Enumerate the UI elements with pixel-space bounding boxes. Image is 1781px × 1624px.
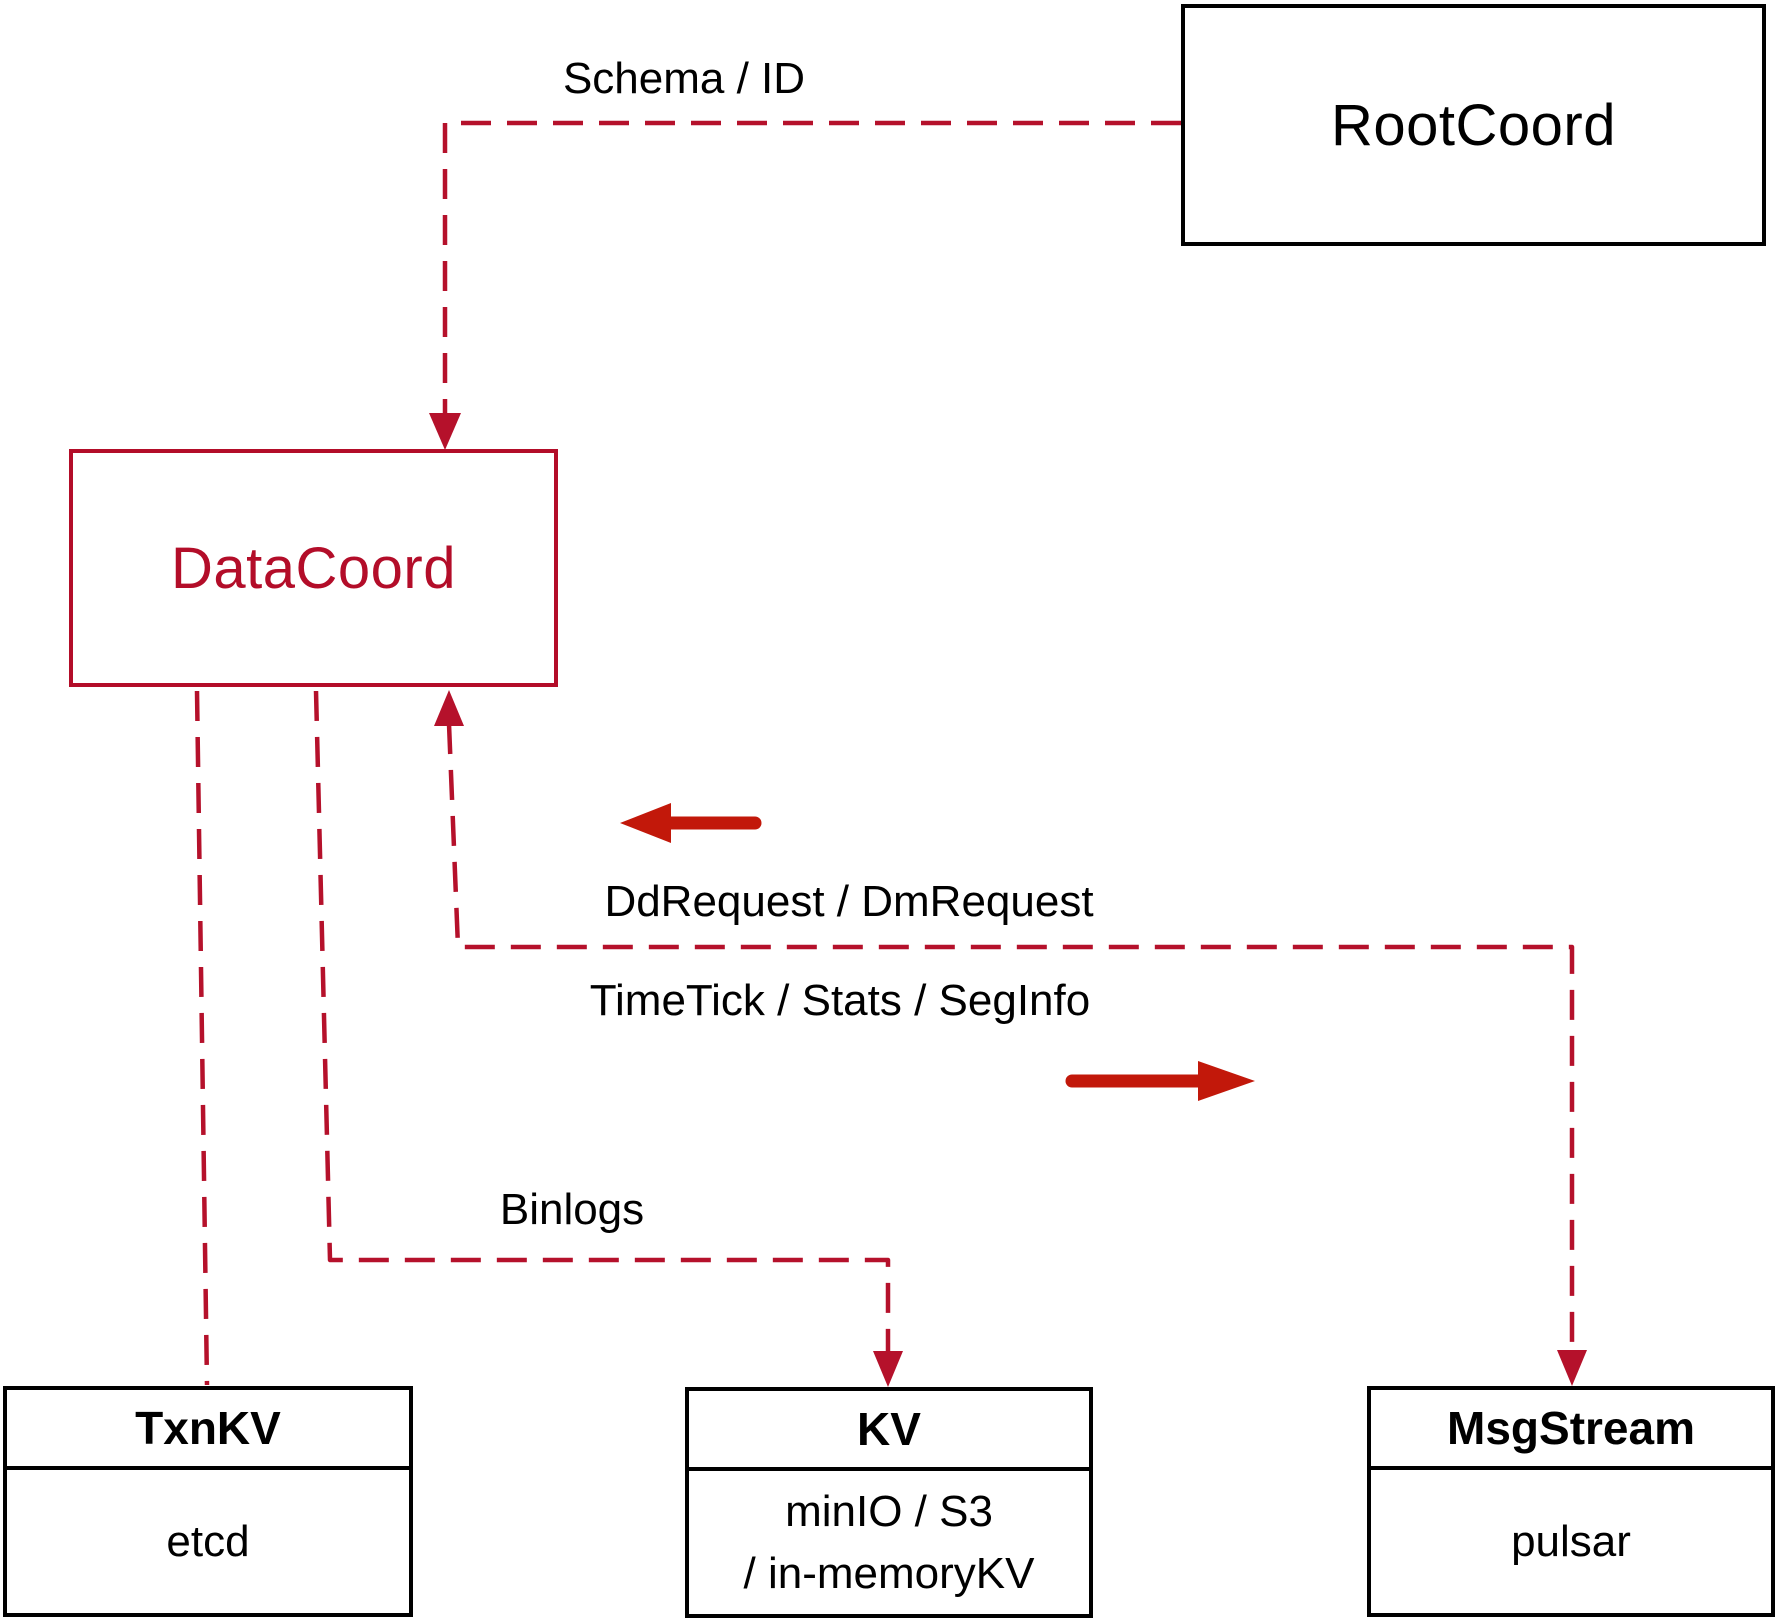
msgstream-node: MsgStream pulsar [1367, 1386, 1775, 1617]
right-direction-arrow [1065, 1061, 1255, 1101]
msgstream-title: MsgStream [1371, 1390, 1771, 1470]
msgstream-datacoord-connector [434, 690, 1587, 1386]
kv-node: KV minIO / S3 / in-memoryKV [685, 1387, 1093, 1618]
msgstream-impl-label: pulsar [1511, 1516, 1631, 1566]
rootcoord-node: RootCoord [1181, 4, 1766, 246]
rootcoord-label: RootCoord [1331, 92, 1616, 158]
datacoord-txnkv-connector [194, 690, 210, 1386]
txnkv-impl-label: etcd [166, 1516, 250, 1566]
left-direction-arrow [620, 803, 762, 843]
ddrequest-dmrequest-edge-label: DdRequest / DmRequest [604, 877, 1094, 926]
kv-impl-line1: minIO / S3 [785, 1486, 993, 1536]
binlogs-connector [313, 690, 903, 1387]
schema-id-connector [429, 120, 1181, 450]
binlogs-edge-label: Binlogs [499, 1185, 645, 1234]
datacoord-node: DataCoord [69, 449, 558, 687]
kv-title: KV [689, 1391, 1089, 1471]
datacoord-label: DataCoord [171, 535, 456, 601]
timetick-stats-seginfo-edge-label: TimeTick / Stats / SegInfo [589, 976, 1091, 1025]
kv-impl-line2: / in-memoryKV [743, 1548, 1035, 1598]
txnkv-title: TxnKV [7, 1390, 409, 1470]
schema-id-edge-label: Schema / ID [562, 54, 806, 103]
txnkv-node: TxnKV etcd [3, 1386, 413, 1617]
